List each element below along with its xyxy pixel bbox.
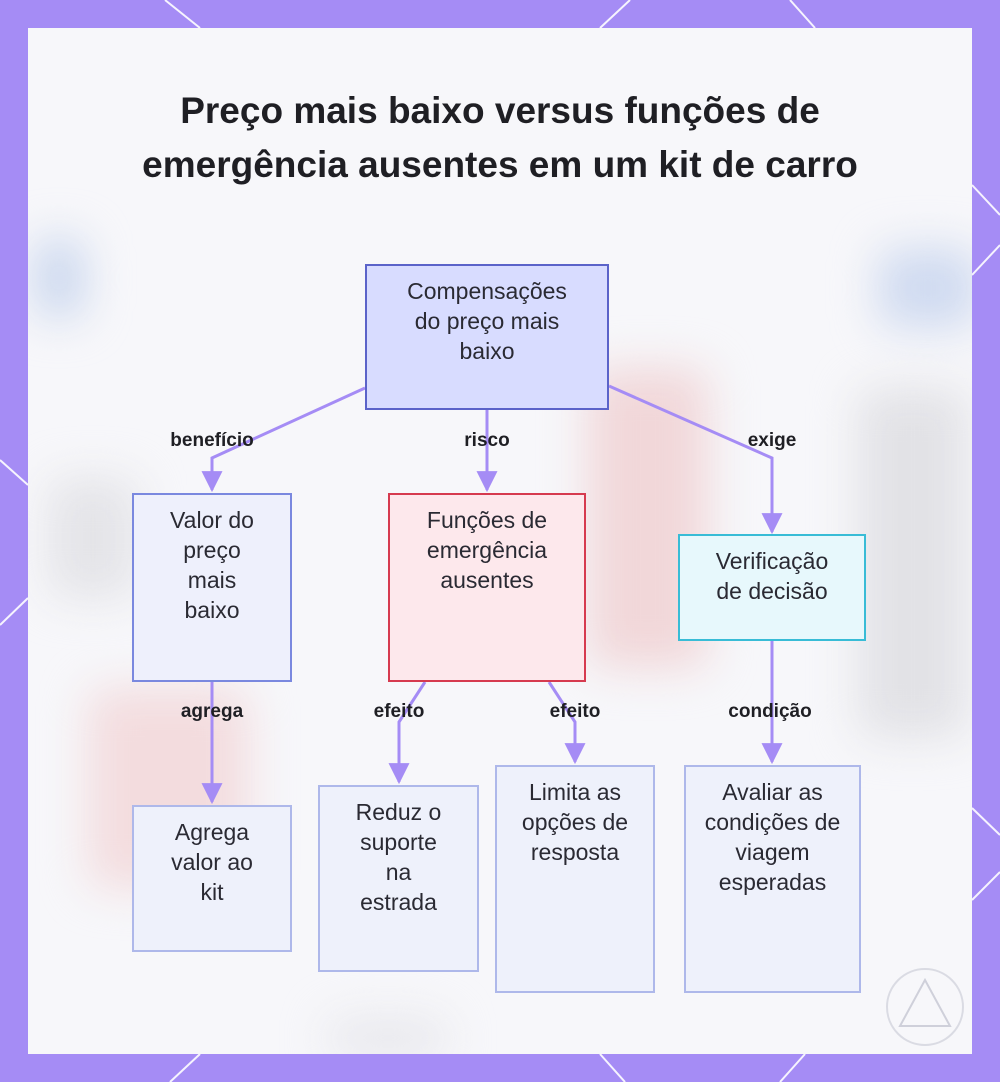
edge-root-check bbox=[609, 386, 772, 532]
edge-label-condicao: condição bbox=[728, 701, 811, 723]
edge-label-efeito-1: efeito bbox=[374, 701, 425, 723]
edge-label-beneficio: benefício bbox=[170, 430, 253, 452]
node-limit: Limita as opções de resposta bbox=[495, 765, 655, 993]
watermark-icon bbox=[880, 962, 970, 1052]
node-risk: Funções de emergência ausentes bbox=[388, 493, 586, 682]
node-benefit: Valor do preço mais baixo bbox=[132, 493, 292, 682]
edge-label-exige: exige bbox=[748, 430, 797, 452]
edge-risk-reduce bbox=[399, 682, 425, 782]
node-evaluate: Avaliar as condições de viagem esperadas bbox=[684, 765, 861, 993]
node-aggregate: Agrega valor ao kit bbox=[132, 805, 292, 952]
node-check: Verificação de decisão bbox=[678, 534, 866, 641]
node-reduce: Reduz o suporte na estrada bbox=[318, 785, 479, 972]
edge-label-efeito-2: efeito bbox=[550, 701, 601, 723]
edge-label-agrega: agrega bbox=[181, 701, 243, 723]
node-root: Compensações do preço mais baixo bbox=[365, 264, 609, 410]
edge-label-risco: risco bbox=[464, 430, 509, 452]
